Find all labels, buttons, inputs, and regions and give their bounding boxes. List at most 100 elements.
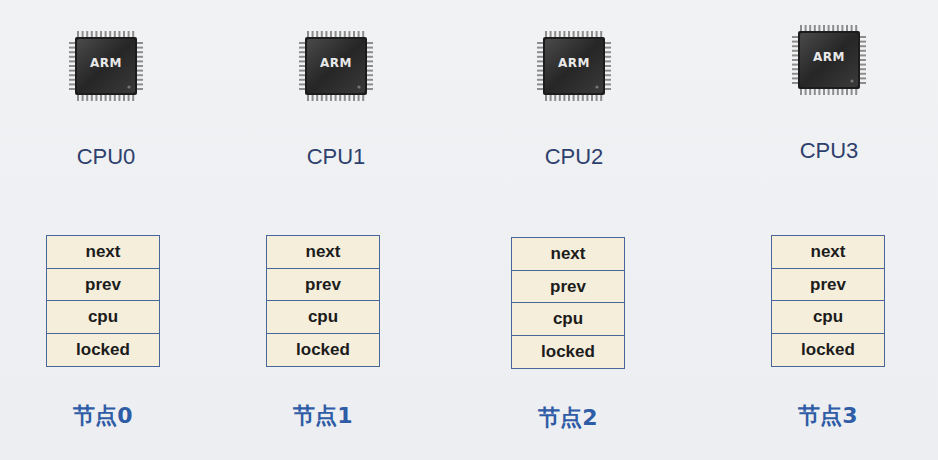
chip-part — [837, 25, 839, 32]
chip-part — [335, 31, 337, 38]
chip-part — [95, 31, 97, 38]
chip-part — [330, 94, 332, 101]
chip-part — [344, 31, 346, 38]
field-stack: next prev cpu locked — [266, 235, 380, 367]
chip-part — [554, 94, 556, 101]
chip-part — [814, 88, 816, 95]
chip-part — [105, 94, 107, 101]
chip-part — [366, 56, 373, 58]
chip-part — [859, 73, 866, 75]
chip-part — [537, 88, 544, 90]
chip-part — [823, 88, 825, 95]
chip-part — [537, 70, 544, 72]
node-label: 节点3 — [771, 401, 885, 431]
chip-part — [792, 45, 799, 47]
chip-part — [136, 51, 143, 53]
chip-part — [582, 31, 584, 38]
chip-marking: ARM — [291, 26, 381, 100]
struct-field: next — [511, 237, 625, 271]
chip-part — [136, 60, 143, 62]
field-name: cpu — [308, 307, 338, 327]
field-name: prev — [810, 275, 846, 295]
chip-part — [792, 73, 799, 75]
chip-part — [859, 68, 866, 70]
chip-part — [69, 47, 76, 49]
chip-part — [366, 42, 373, 44]
chip-part — [299, 79, 306, 81]
chip-part — [559, 94, 561, 101]
chip-part — [136, 74, 143, 76]
chip-part — [299, 60, 306, 62]
struct-field: prev — [266, 268, 380, 302]
chip-part — [339, 31, 341, 38]
chip-part — [573, 94, 575, 101]
chip-part — [859, 77, 866, 79]
field-name: cpu — [813, 307, 843, 327]
struct-field: cpu — [266, 300, 380, 334]
chip-part — [586, 31, 588, 38]
chip-part — [299, 74, 306, 76]
chip-part — [792, 82, 799, 84]
chip-part — [545, 94, 547, 101]
field-name: prev — [305, 275, 341, 295]
chip-part — [537, 60, 544, 62]
field-name: prev — [85, 275, 121, 295]
chip-part — [366, 79, 373, 81]
chip-part — [299, 65, 306, 67]
chip-part — [604, 56, 611, 58]
chip-part — [325, 94, 327, 101]
chip-part — [344, 94, 346, 101]
chip-part — [348, 94, 350, 101]
chip-body: ARM — [61, 26, 151, 106]
field-stack: nextprevcpulocked — [46, 235, 160, 367]
chip-part — [823, 25, 825, 32]
chip-part — [814, 25, 816, 32]
chip-part — [841, 88, 843, 95]
chip-part — [577, 31, 579, 38]
chip-part — [325, 31, 327, 38]
chip-part — [358, 31, 360, 38]
chip-part — [792, 59, 799, 61]
chip-part — [123, 94, 125, 101]
struct-field: locked — [46, 333, 160, 367]
chip-part — [832, 88, 834, 95]
chip-part — [832, 25, 834, 32]
chip-part — [366, 74, 373, 76]
chip-marking: ARM — [61, 26, 151, 100]
chip-part — [69, 56, 76, 58]
cpu-chip: ARMCPU3 — [754, 20, 904, 164]
chip-part — [95, 94, 97, 101]
chip-part — [792, 50, 799, 52]
field-stack: nextprevcpulocked — [771, 235, 885, 367]
chip-part — [128, 31, 130, 38]
chip-part — [792, 68, 799, 70]
chip-part — [136, 88, 143, 90]
chip-part — [837, 88, 839, 95]
struct-field: next — [266, 235, 380, 269]
chip-part — [69, 83, 76, 85]
chip-part — [818, 25, 820, 32]
chip-part — [537, 83, 544, 85]
chip-part — [353, 94, 355, 101]
chip-part — [136, 70, 143, 72]
chip-part — [362, 94, 364, 101]
chip-part — [818, 88, 820, 95]
chip-part — [595, 85, 598, 88]
chip-part — [109, 94, 111, 101]
chip-part — [77, 94, 79, 101]
chip-part — [577, 94, 579, 101]
chip-body: ARM — [291, 26, 381, 106]
chip-part — [809, 88, 811, 95]
chip-part — [299, 47, 306, 49]
node-struct: nextprevcpulocked节点1 — [266, 235, 380, 431]
chip-part — [596, 31, 598, 38]
chip-part — [366, 51, 373, 53]
chip-part — [127, 85, 130, 88]
field-name: locked — [296, 340, 350, 360]
chip-part — [851, 25, 853, 32]
chip-part — [537, 42, 544, 44]
chip-part — [554, 31, 556, 38]
chip-part — [312, 31, 314, 38]
chip-part — [828, 25, 830, 32]
chip-part — [358, 94, 360, 101]
